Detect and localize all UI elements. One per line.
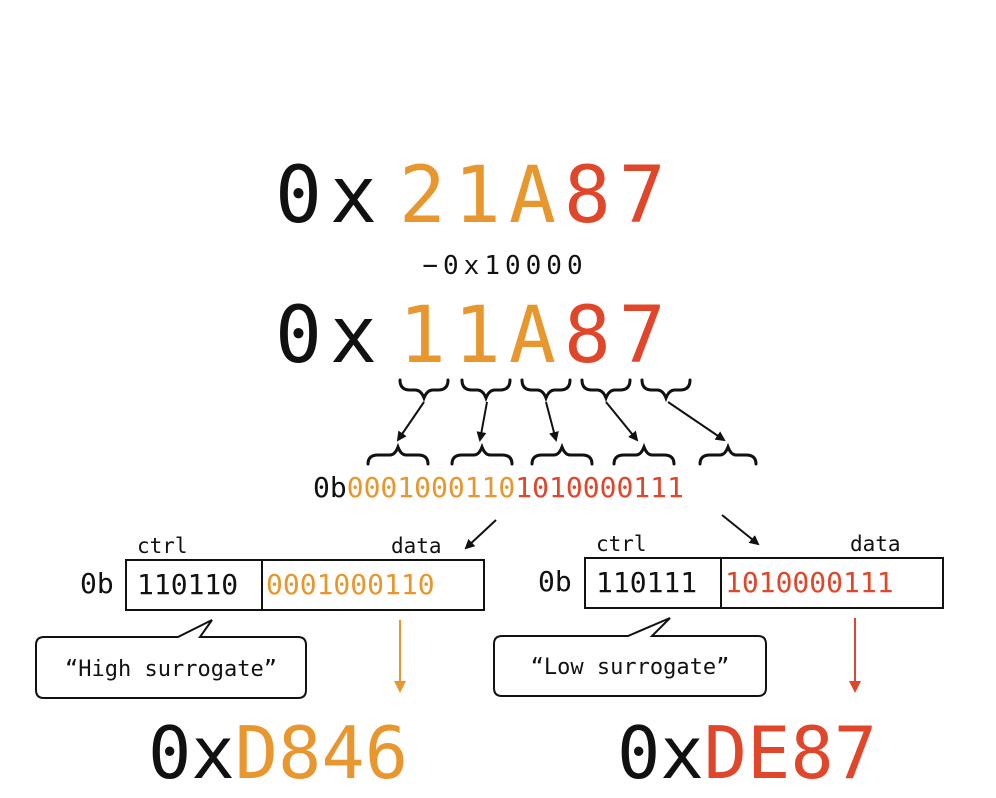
brace-digit-1	[400, 380, 448, 398]
high-data-bits: 0001000110	[266, 568, 435, 601]
high-data-label: data	[391, 534, 442, 558]
codepoint-orange-part: 21A	[399, 151, 564, 241]
arrow-digit-2	[480, 402, 487, 440]
low-ctrl-bits: 110111	[596, 566, 697, 599]
brace-digit-5	[642, 380, 690, 398]
arrow-digit-3	[546, 402, 556, 440]
brace-bits-1	[368, 447, 428, 464]
low-result: 0xDE87	[617, 711, 877, 795]
low-result-prefix: 0x	[617, 711, 704, 795]
brace-bits-4	[614, 447, 674, 464]
arrow-to-high-unit	[466, 520, 496, 548]
bit-group-braces	[368, 447, 756, 464]
low-data-label: data	[850, 532, 901, 556]
brace-digit-4	[582, 380, 630, 398]
binary-high-bits: 0001000110	[347, 471, 516, 504]
offset-red-part: 87	[564, 291, 674, 381]
binary-prefix: 0b	[313, 471, 347, 504]
offset-orange-part: 11A	[399, 291, 564, 381]
low-callout-text: “Low surrogate”	[531, 655, 730, 680]
high-ctrl-label: ctrl	[137, 534, 188, 558]
binary-value: 0b00010001101010000111	[313, 471, 684, 504]
codepoint-red-part: 87	[564, 151, 674, 241]
low-result-value: DE87	[704, 711, 877, 795]
brace-digit-2	[462, 380, 510, 398]
codepoint-prefix: 0x	[275, 151, 385, 241]
brace-bits-2	[452, 447, 512, 464]
codepoint-value: 0x21A87	[275, 151, 674, 241]
subtract-label: −0x10000	[422, 251, 587, 281]
low-data-bits: 1010000111	[725, 566, 894, 599]
high-result-prefix: 0x	[148, 711, 235, 795]
high-prefix: 0b	[80, 567, 114, 600]
hex-digit-braces	[400, 380, 690, 398]
arrow-digit-1	[398, 402, 424, 440]
brace-digit-3	[522, 380, 570, 398]
offset-prefix: 0x	[275, 291, 385, 381]
low-prefix: 0b	[538, 565, 572, 598]
high-callout-text: “High surrogate”	[65, 657, 277, 682]
digit-to-bits-arrows	[398, 402, 724, 440]
high-surrogate-unit: ctrl data 0b 110110 0001000110 “High sur…	[36, 534, 484, 795]
low-ctrl-label: ctrl	[596, 532, 647, 556]
arrow-digit-5	[668, 402, 724, 440]
arrow-digit-4	[606, 402, 637, 440]
brace-bits-3	[532, 447, 592, 464]
arrow-to-low-unit	[722, 515, 758, 544]
brace-bits-5	[700, 447, 756, 464]
high-ctrl-bits: 110110	[137, 568, 238, 601]
binary-low-bits: 1010000111	[515, 471, 684, 504]
high-result-value: D846	[235, 711, 408, 795]
high-result: 0xD846	[148, 711, 408, 795]
low-surrogate-unit: ctrl data 0b 110111 1010000111 “Low surr…	[494, 532, 943, 795]
offset-value: 0x11A87	[275, 291, 674, 381]
